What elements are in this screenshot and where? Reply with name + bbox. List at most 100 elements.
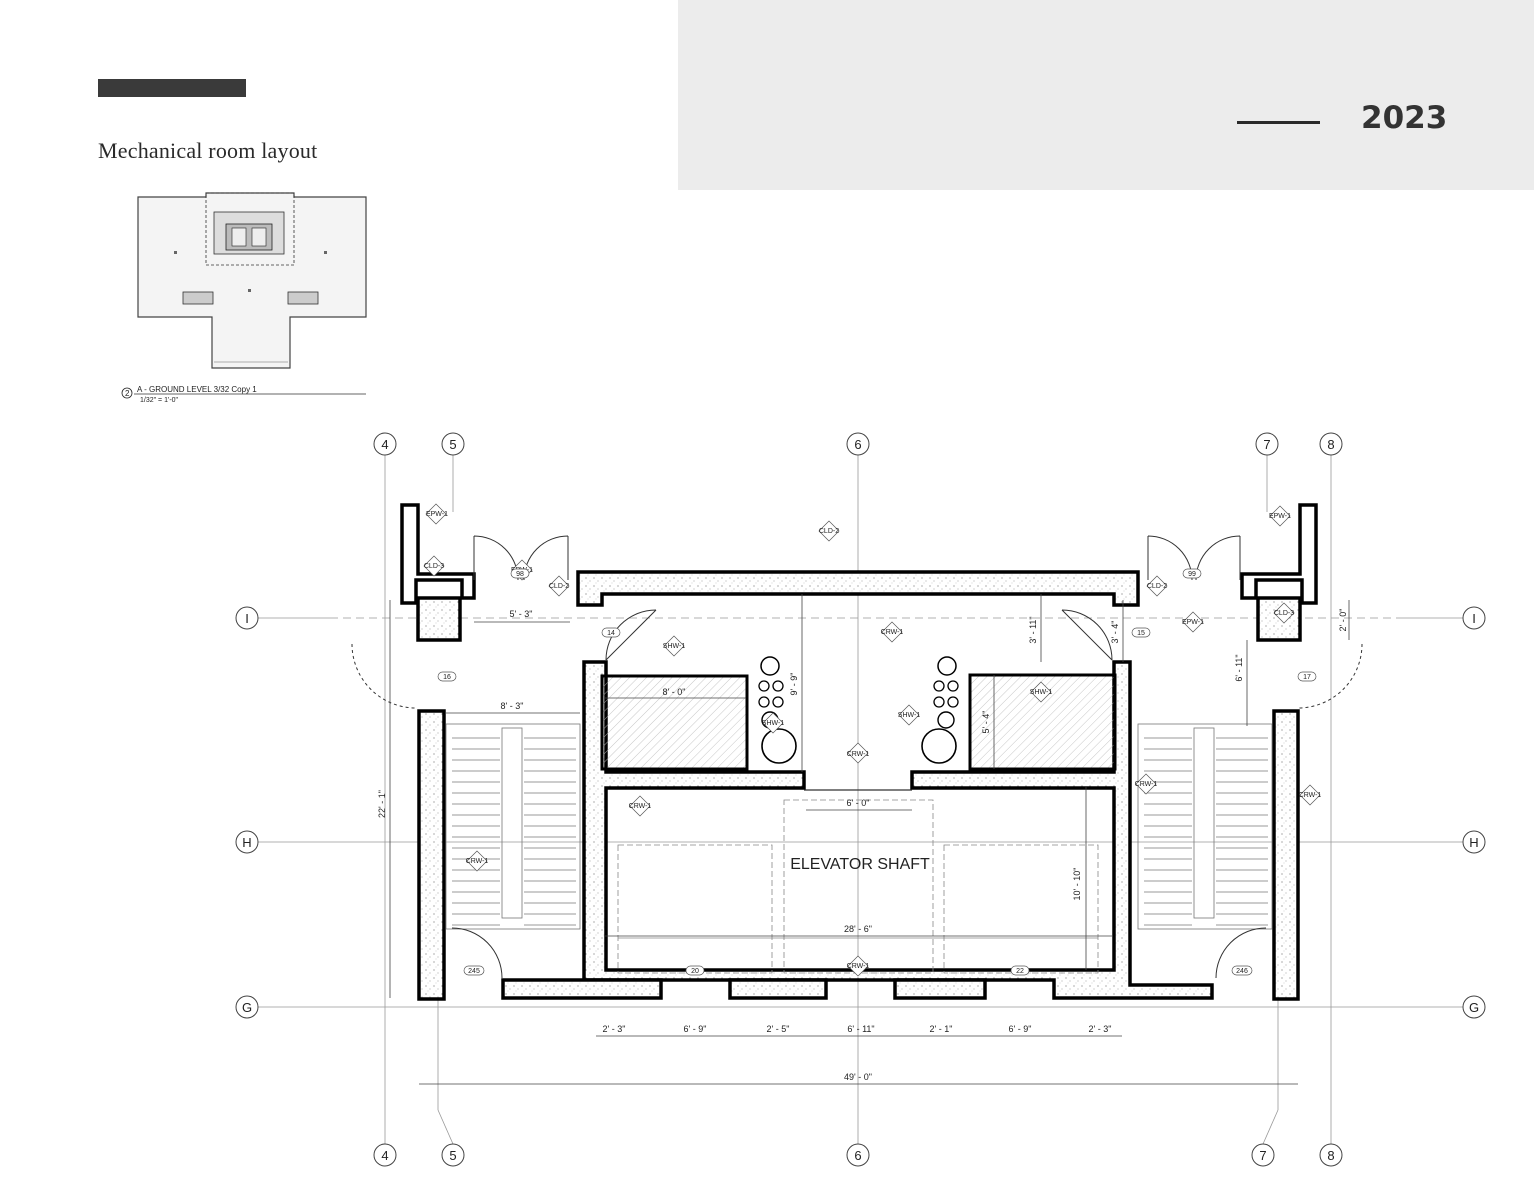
svg-text:EPW-1: EPW-1 [1269,513,1291,520]
svg-text:EPW-1: EPW-1 [1182,619,1204,626]
dim-right-small: 2' - 0" [1338,609,1348,632]
door-number-20: 20 [685,965,705,976]
svg-text:SHW-1: SHW-1 [898,712,921,719]
door-number-17: 17 [1297,671,1317,682]
tag-shw-right: SHW-1 [898,704,921,726]
tag-epw-right: EPW-1 [1269,505,1291,527]
svg-text:4: 4 [381,437,388,452]
room-label-elevator-shaft: ELEVATOR SHAFT [790,856,930,873]
svg-text:14: 14 [607,630,615,637]
dim-left-height: 22' - 1" [377,790,387,818]
dim-shaft-width: 28' - 6" [844,924,872,934]
grid-bubble-4-bottom: 4 [373,1143,397,1167]
dim-top-left-opening: 5' - 3" [510,609,533,619]
tag-cld2-right: CLD-2 [1146,575,1168,597]
dim-shaft-top-left: 8' - 0" [663,687,686,697]
grid-bubble-6-top: 6 [846,432,870,456]
dim-right-side: 6' - 11" [1234,654,1244,681]
dim-shaft-height: 10' - 10" [1072,868,1082,901]
tag-crw-bottom: CRW-1 [847,955,870,977]
tag-cld2-top: CLD-2 [818,520,840,542]
dim-door-opening: 6' - 0" [847,798,870,808]
door-numbers: 14 15 16 17 98 99 20 22 245 246 [437,568,1317,976]
key-plan-scale: 1/32" = 1'-0" [140,397,179,404]
svg-text:I: I [1472,611,1476,626]
key-plan: 2 A - GROUND LEVEL 3/32 Copy 1 1/32" = 1… [121,192,367,404]
svg-text:CRW-1: CRW-1 [1135,781,1158,788]
svg-text:5: 5 [449,1148,456,1163]
svg-text:EPW-1: EPW-1 [426,511,448,518]
dim-chain-2: 6' - 9" [684,1024,707,1034]
tag-cld2-left: CLD-2 [548,575,570,597]
svg-text:SHW-1: SHW-1 [663,643,686,650]
svg-text:245: 245 [468,968,480,975]
svg-text:16: 16 [443,674,451,681]
svg-text:CLD-3: CLD-3 [424,563,444,570]
svg-text:H: H [242,835,251,850]
svg-text:6: 6 [854,437,861,452]
dim-chain-1: 2' - 3" [603,1024,626,1034]
dim-stair-left: 8' - 3" [501,701,524,711]
dim-chain-5: 2' - 1" [930,1024,953,1034]
dim-shaft-right-vert: 5' - 4" [981,711,991,734]
svg-text:CRW-1: CRW-1 [847,751,870,758]
tag-shw-left: SHW-1 [663,635,686,657]
svg-text:22: 22 [1016,968,1024,975]
tag-shw-right-2: SHW-1 [1030,681,1053,703]
tag-crw-top: CRW-1 [881,621,903,643]
grid-bubble-5-top: 5 [441,432,465,456]
svg-text:SHW-1: SHW-1 [1030,689,1053,696]
year-label: 2023 [1361,100,1448,136]
svg-text:CRW-1: CRW-1 [847,963,870,970]
grid-bubble-4-top: 4 [373,432,397,456]
spec-tags: EPW-1 CLD-3 EPW-1 CLD-2 CLD-2 CLD-2 EPW-… [423,503,1321,977]
grid-bubble-8-bottom: 8 [1319,1143,1343,1167]
walls [400,503,1318,1001]
svg-text:H: H [1469,835,1478,850]
svg-text:8: 8 [1327,1148,1334,1163]
key-plan-caption: A - GROUND LEVEL 3/32 Copy 1 [137,385,257,394]
dim-chain-3: 2' - 5" [767,1024,790,1034]
door-number-22: 22 [1010,965,1030,976]
dim-chain-7: 2' - 3" [1089,1024,1112,1034]
svg-text:CRW-1: CRW-1 [629,803,652,810]
right-stair [1137,723,1273,930]
tag-crw-center: CRW-1 [847,742,870,764]
tag-shw-left-2: SHW-1 [762,712,784,734]
key-plan-number: 2 [125,389,130,398]
grid-bubble-I-right: I [1462,606,1486,630]
header-bar [98,79,246,97]
svg-text:I: I [245,611,249,626]
tag-cld3-right: CLD-3 [1273,602,1295,624]
grid-bubble-H-left: H [235,830,259,854]
grid-bubble-G-right: G [1462,995,1486,1019]
svg-text:CLD-2: CLD-2 [549,583,569,590]
svg-text:8: 8 [1327,437,1334,452]
svg-text:98: 98 [516,571,524,578]
grid-bubble-G-left: G [235,995,259,1019]
dim-right-top-b: 3' - 4" [1110,621,1120,644]
tag-crw-stair-left: CRW-1 [466,850,489,872]
door-number-14: 14 [601,627,621,638]
grid-bubble-7-top: 7 [1255,432,1279,456]
door-number-16: 16 [437,671,457,682]
svg-text:20: 20 [691,968,699,975]
svg-text:246: 246 [1236,968,1248,975]
tag-crw-stair-right: CRW-1 [1135,773,1158,795]
tag-epw-door-right: EPW-1 [1182,611,1204,633]
svg-text:G: G [242,1000,252,1015]
grid-bubble-8-top: 8 [1319,432,1343,456]
grid-bubbles: 4 5 6 7 8 4 5 6 7 8 I H G I H G [235,432,1486,1167]
door-number-15: 15 [1131,627,1151,638]
tag-epw-left: EPW-1 [425,503,448,525]
dim-chain-4: 6' - 11" [847,1024,874,1034]
svg-text:CRW-1: CRW-1 [466,858,489,865]
dim-chain-6: 6' - 9" [1009,1024,1032,1034]
grid-bubble-I-left: I [235,606,259,630]
year-rule [1237,121,1320,124]
dimension-labels: 5' - 3" 8' - 3" 22' - 1" 8' - 0" 9' - 9"… [377,609,1348,1082]
svg-text:15: 15 [1137,630,1145,637]
grid-bubble-6-bottom: 6 [846,1143,870,1167]
door-number-99: 99 [1182,568,1202,579]
